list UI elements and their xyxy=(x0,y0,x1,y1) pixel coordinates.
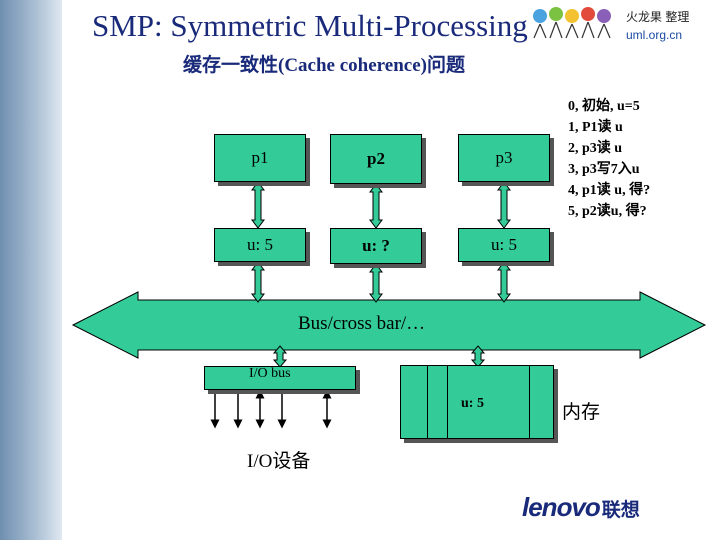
site-logo-url: uml.org.cn xyxy=(626,28,683,42)
memory-box: u: 5 xyxy=(400,365,554,439)
cache-p3: u: 5 xyxy=(458,228,550,262)
note-line: 5, p2读u, 得? xyxy=(568,204,647,219)
memory-divider xyxy=(447,366,448,438)
note-line: 3, p3写7入u xyxy=(568,162,640,177)
sequence-notes: 0, 初始, u=5 1, P1读 u 2, p3读 u 3, p3写7入u 4… xyxy=(568,96,650,222)
cache-bus-arrows xyxy=(251,261,511,303)
note-line: 4, p1读 u, 得? xyxy=(568,183,651,198)
cache-p2: u: ? xyxy=(330,228,422,264)
memory-value: u: 5 xyxy=(461,396,484,411)
site-logo: 火龙果 整理 uml.org.cn xyxy=(626,8,689,44)
note-line: 0, 初始, u=5 xyxy=(568,99,640,114)
processor-p2: p2 xyxy=(330,134,422,184)
site-logo-name: 火龙果 整理 xyxy=(626,10,690,24)
bus-label: Bus/cross bar/… xyxy=(298,313,426,334)
page-title: SMP: Symmetric Multi-Processing xyxy=(92,8,528,43)
bus-down-arrows xyxy=(272,345,486,368)
logo-figures-icon xyxy=(533,7,611,39)
memory-divider xyxy=(427,366,428,438)
memory-divider xyxy=(529,366,530,438)
note-line: 2, p3读 u xyxy=(568,141,623,156)
io-bus: I/O bus xyxy=(204,366,356,390)
note-line: 1, P1读 u xyxy=(568,120,623,135)
io-device-label: I/O设备 xyxy=(247,451,311,472)
io-device-lines xyxy=(210,389,332,429)
processor-p1: p1 xyxy=(214,134,306,182)
lenovo-logo-cn: 联想 xyxy=(601,500,640,521)
page-subtitle: 缓存一致性(Cache coherence)问题 xyxy=(183,55,465,76)
left-decor-stripe xyxy=(0,0,62,540)
cache-p1: u: 5 xyxy=(214,228,306,262)
proc-cache-arrows xyxy=(251,181,511,229)
memory-label: 内存 xyxy=(562,402,601,423)
processor-p3: p3 xyxy=(458,134,550,182)
system-bus-arrow xyxy=(71,291,707,359)
lenovo-logo-name: lenovo xyxy=(522,492,601,522)
io-bus-label: I/O bus xyxy=(249,366,291,381)
